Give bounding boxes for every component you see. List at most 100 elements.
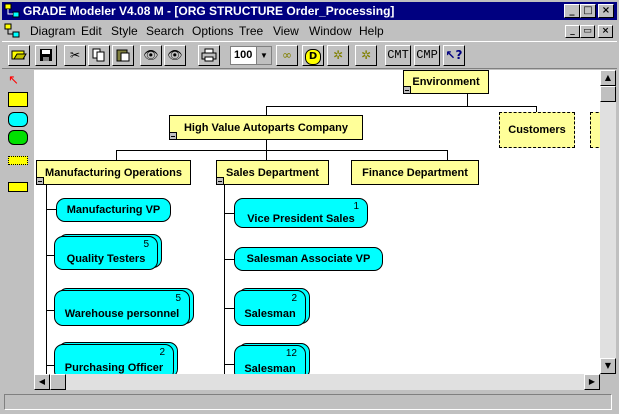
diagram-canvas[interactable]: Environment High Value Autoparts Company… xyxy=(34,70,600,374)
org-node-finance[interactable]: Finance Department xyxy=(351,160,479,185)
minimize-button[interactable]: _ xyxy=(564,4,580,18)
vertical-scrollbar[interactable]: ▲ ▼ xyxy=(600,70,616,374)
connector-line xyxy=(224,308,234,309)
position-node[interactable]: Warehouse personnel 5 xyxy=(54,290,190,326)
position-node[interactable]: Salesman 2 xyxy=(234,290,306,326)
scroll-left-button[interactable]: ◀ xyxy=(34,374,50,390)
binoculars-next-icon: 👁 xyxy=(167,48,183,62)
org-node-manufacturing[interactable]: Manufacturing Operations xyxy=(36,160,191,185)
mdi-close-button[interactable]: × xyxy=(598,25,613,38)
horizontal-scrollbar[interactable]: ◀ ▶ xyxy=(34,374,600,390)
position-node[interactable]: Salesman Associate VP xyxy=(234,247,383,271)
menu-options[interactable]: Options xyxy=(192,24,234,38)
mdi-minimize-button[interactable]: _ xyxy=(565,25,580,38)
copy-button[interactable] xyxy=(88,45,110,66)
collapse-toggle[interactable] xyxy=(169,132,177,140)
paste-button[interactable] xyxy=(112,45,134,66)
close-button[interactable]: × xyxy=(598,4,614,18)
find-button[interactable]: 👁 xyxy=(140,45,162,66)
zoom-select[interactable]: 100 ▼ xyxy=(230,46,272,65)
menu-help[interactable]: Help xyxy=(359,24,384,38)
position-node[interactable]: Quality Testers 5 xyxy=(54,236,158,270)
connector-line xyxy=(116,150,117,160)
menu-search[interactable]: Search xyxy=(146,24,185,38)
connector-line xyxy=(116,150,448,151)
open-diagram-button[interactable] xyxy=(8,45,30,66)
menu-style[interactable]: Style xyxy=(111,24,138,38)
connector-line xyxy=(224,184,225,374)
document-button[interactable]: D xyxy=(302,45,324,66)
connector-line xyxy=(224,213,234,214)
select-tool[interactable]: ↖ xyxy=(8,73,28,88)
cut-button[interactable]: ✂ xyxy=(64,45,86,66)
node-label: Customers xyxy=(508,124,566,136)
external-tool[interactable] xyxy=(8,182,28,192)
org-node-customers[interactable]: Customers xyxy=(499,112,575,148)
context-help-button[interactable]: ↖? xyxy=(443,45,465,66)
cmt-button[interactable]: CMT xyxy=(385,45,411,66)
collapse-toggle[interactable] xyxy=(36,177,44,185)
vertical-scroll-thumb[interactable] xyxy=(600,86,616,102)
menu-tree[interactable]: Tree xyxy=(239,24,264,38)
position-count: 2 xyxy=(291,293,297,304)
horizontal-scroll-thumb[interactable] xyxy=(50,374,66,390)
status-bar xyxy=(2,392,617,412)
position-label: Quality Testers xyxy=(66,253,146,265)
expand-tree-button[interactable]: ✲ xyxy=(327,45,349,66)
position-node[interactable]: Manufacturing VP xyxy=(56,198,171,222)
menu-view[interactable]: View xyxy=(273,24,299,38)
org-node-company[interactable]: High Value Autoparts Company xyxy=(169,115,363,140)
zoom-value: 100 xyxy=(234,49,253,61)
collapse-toggle[interactable] xyxy=(216,177,224,185)
connector-line xyxy=(266,140,267,150)
collapse-toggle[interactable] xyxy=(403,86,411,94)
document-icon[interactable] xyxy=(4,23,20,39)
connector-line xyxy=(46,310,56,311)
open-diagram-icon xyxy=(11,50,27,60)
position-count: 2 xyxy=(159,347,165,358)
save-button[interactable] xyxy=(35,45,57,66)
tool-palette: ↖ xyxy=(2,70,32,390)
person-tool[interactable] xyxy=(8,130,28,145)
connector-tool[interactable] xyxy=(8,156,28,165)
binoculars-icon: 👁 xyxy=(143,48,159,62)
connector-line xyxy=(467,93,468,106)
menu-diagram[interactable]: Diagram xyxy=(30,24,76,38)
help-question-mark: ? xyxy=(455,48,463,62)
menu-edit[interactable]: Edit xyxy=(81,24,102,38)
position-node[interactable]: Vice President Sales 1 xyxy=(234,198,368,228)
cmp-button[interactable]: CMP xyxy=(414,45,440,66)
scrollbar-corner xyxy=(600,374,616,390)
position-tool[interactable] xyxy=(8,112,28,127)
print-button[interactable] xyxy=(198,45,220,66)
connector-line xyxy=(266,150,267,160)
position-node[interactable]: Salesman 12 xyxy=(234,345,306,374)
connector-line xyxy=(224,259,234,260)
tree-icon: ✲ xyxy=(332,48,344,62)
scissors-icon: ✂ xyxy=(69,48,81,62)
scroll-right-button[interactable]: ▶ xyxy=(584,374,600,390)
position-node[interactable]: Purchasing Officer 2 xyxy=(54,344,174,374)
scroll-up-button[interactable]: ▲ xyxy=(600,70,616,86)
scroll-down-button[interactable]: ▼ xyxy=(600,358,616,374)
save-icon xyxy=(40,49,52,61)
mdi-restore-button[interactable]: ▭ xyxy=(580,25,595,38)
paste-icon xyxy=(116,49,130,62)
connector-line xyxy=(46,209,56,210)
org-node-environment[interactable]: Environment xyxy=(403,70,489,94)
tree-collapse-icon: ✲ xyxy=(360,48,372,62)
collapse-tree-button[interactable]: ✲ xyxy=(355,45,377,66)
org-unit-tool[interactable] xyxy=(8,92,28,107)
menu-window[interactable]: Window xyxy=(309,24,352,38)
maximize-button[interactable]: □ xyxy=(580,4,596,18)
find-next-button[interactable]: 👁 xyxy=(164,45,186,66)
org-node-partial[interactable] xyxy=(590,112,600,148)
position-count: 12 xyxy=(285,348,297,359)
title-bar[interactable]: GRADE Modeler V4.08 M - [ORG STRUCTURE O… xyxy=(2,2,617,20)
position-label: Vice President Sales xyxy=(247,213,355,225)
chevron-down-icon[interactable]: ▼ xyxy=(256,47,271,64)
app-icon[interactable] xyxy=(4,3,20,19)
org-node-sales[interactable]: Sales Department xyxy=(216,160,329,185)
connect-button[interactable]: ∞ xyxy=(276,45,298,66)
